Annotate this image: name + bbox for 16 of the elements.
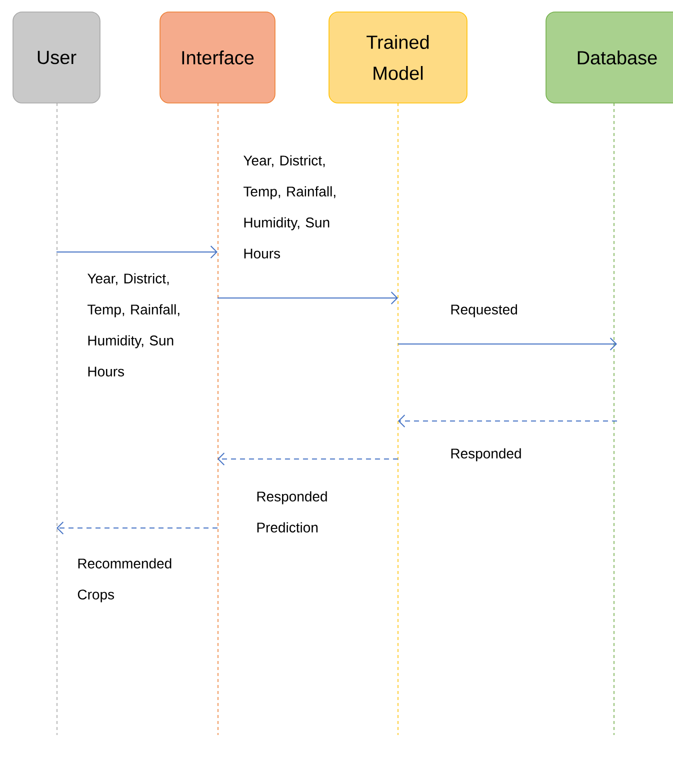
- edge-label: Recommended Crops: [78, 558, 172, 602]
- edge-label: Responded: [451, 448, 521, 462]
- edge-label: Requested: [451, 304, 517, 318]
- participant-box: User: [12, 12, 100, 104]
- participant-box: Interface: [160, 12, 276, 104]
- edge-label: Year, District, Temp, Rainfall, Humidity, Sun Hours: [88, 273, 180, 376]
- message-arrow: [56, 246, 218, 258]
- participant-box: Trained Model: [328, 12, 468, 104]
- message-arrow: [398, 414, 618, 428]
- message-arrow: [218, 452, 398, 466]
- message-arrow: [56, 522, 218, 534]
- edge-label: Responded Prediction: [257, 491, 327, 532]
- edge-label: Year, District, Temp, Rainfall, Humidity, Sun Hours: [244, 155, 336, 258]
- message-arrow: [398, 338, 617, 350]
- participant-box: Database: [546, 12, 673, 104]
- message-arrow: [217, 292, 398, 304]
